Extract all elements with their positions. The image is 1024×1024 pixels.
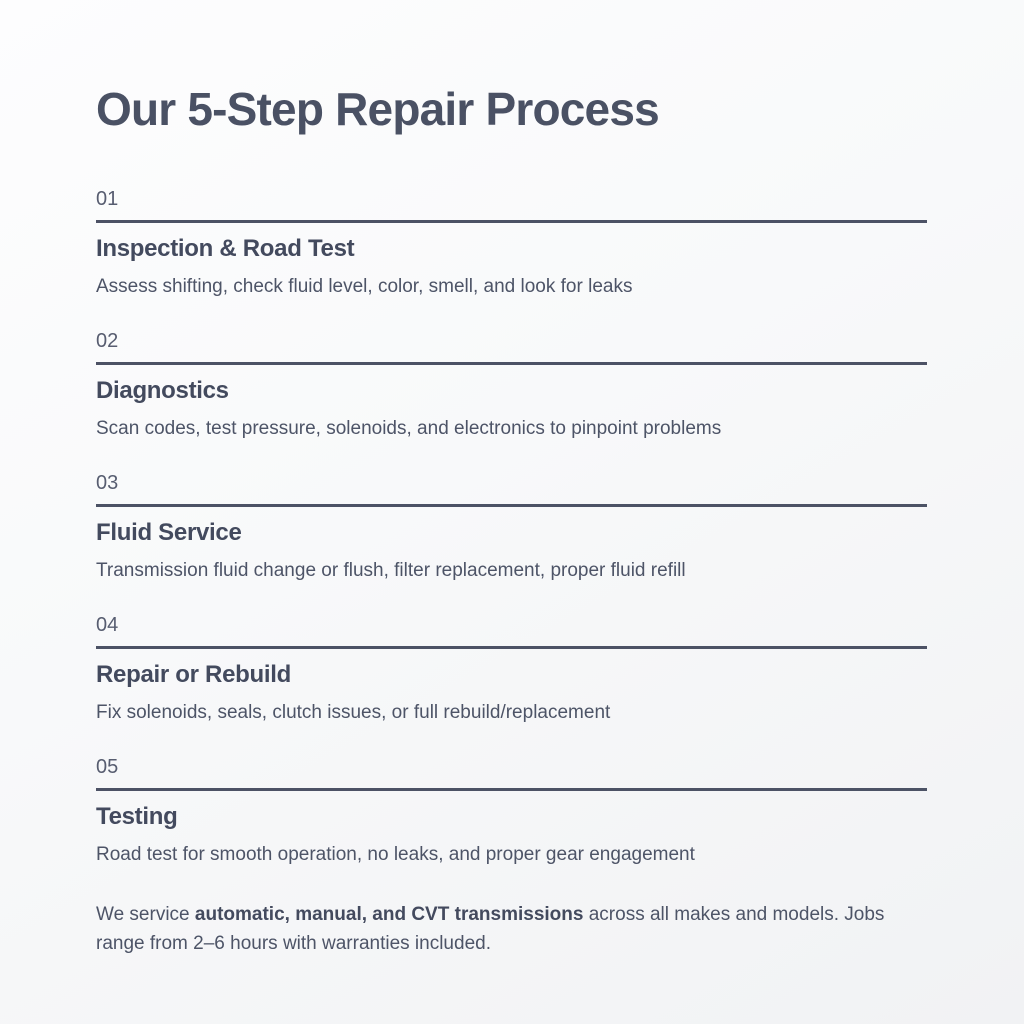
steps-list: 01 Inspection & Road Test Assess shiftin… [96,187,927,868]
step-number: 01 [96,187,119,210]
step-title: Repair or Rebuild [96,660,291,688]
step-title: Fluid Service [96,518,242,546]
step-divider [96,219,927,223]
step-number: 05 [96,755,119,778]
step-title: Diagnostics [96,376,229,404]
step-number: 02 [96,329,119,352]
footer-note-bold: automatic, manual, and CVT transmissions [194,903,584,925]
step-item: 03 Fluid Service Transmission fluid chan… [96,471,927,584]
step-title: Inspection & Road Test [96,234,355,262]
footer-note-prefix: We service [96,903,195,925]
step-divider [96,645,927,649]
step-description: Assess shifting, check fluid level, colo… [96,275,633,297]
step-number: 03 [96,471,119,494]
step-item: 05 Testing Road test for smooth operatio… [96,755,927,868]
step-number: 04 [96,613,119,636]
step-description: Road test for smooth operation, no leaks… [96,843,695,865]
step-item: 04 Repair or Rebuild Fix solenoids, seal… [96,613,927,726]
step-divider [96,361,927,365]
step-item: 01 Inspection & Road Test Assess shiftin… [96,187,927,300]
step-divider [96,503,927,507]
step-description: Scan codes, test pressure, solenoids, an… [96,417,722,439]
step-description: Fix solenoids, seals, clutch issues, or … [96,701,611,723]
step-divider [96,787,927,791]
step-title: Testing [96,802,178,830]
footer-note: We service automatic, manual, and CVT tr… [96,900,916,958]
step-item: 02 Diagnostics Scan codes, test pressure… [96,329,927,442]
step-description: Transmission fluid change or flush, filt… [96,559,686,581]
footer-note-suffix: across all makes and models. Jobs range … [96,903,885,954]
page-title: Our 5-Step Repair Process [96,83,660,135]
